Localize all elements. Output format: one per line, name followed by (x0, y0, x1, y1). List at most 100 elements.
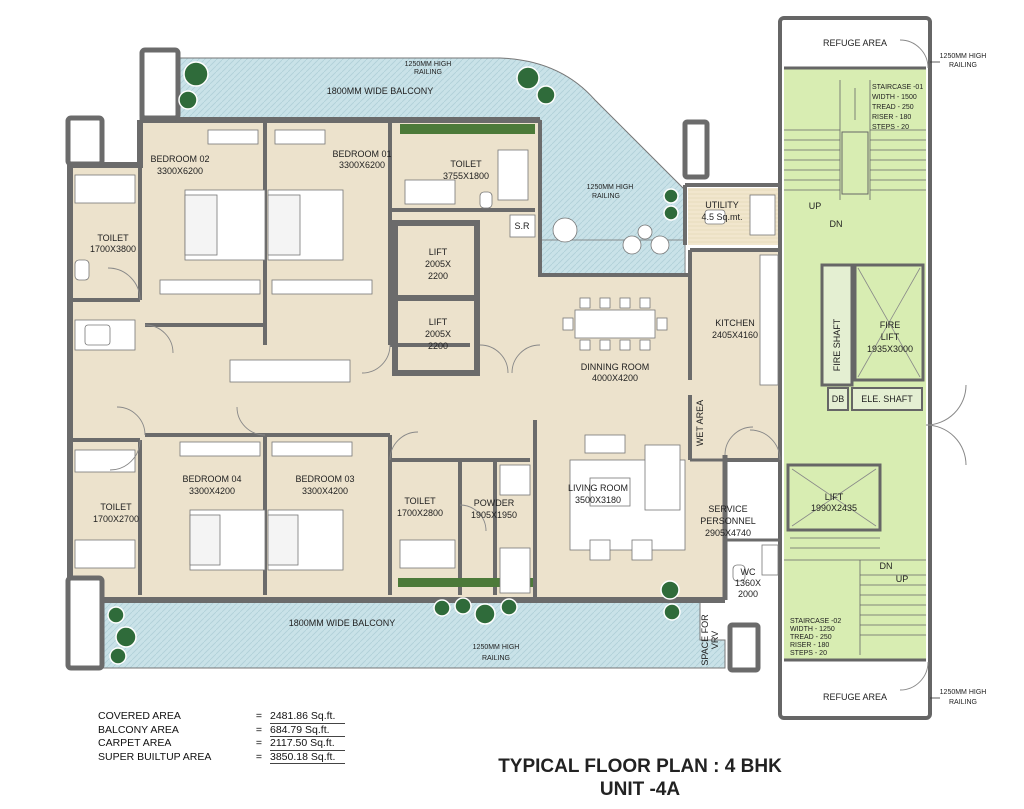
area-eq: = (255, 737, 263, 749)
service-b: PERSONNEL (700, 516, 756, 526)
toilet-b3-size: 1700X2800 (397, 508, 443, 518)
staircase-specs: STAIRCASE -01 WIDTH - 1500 TREAD - 250 R… (790, 84, 923, 657)
stair-1-line-5: STEPS - 20 (872, 124, 909, 131)
kitchen-size: 2405X4160 (712, 330, 758, 340)
powder-name: POWDER (474, 498, 515, 508)
service-c: 2905X4740 (705, 528, 751, 538)
planters (398, 124, 535, 587)
railing-mid-1: 1250MM HIGH (587, 184, 634, 191)
fire-lift-a: FIRE (880, 320, 901, 330)
area-eq: = (255, 750, 263, 763)
dn-1: DN (830, 219, 843, 229)
door-swings (107, 39, 929, 691)
lift-1-a: LIFT (429, 247, 448, 257)
bedroom-01-name: BEDROOM 01 (332, 149, 391, 159)
utility-name: UTILITY (705, 200, 739, 210)
vrv-a: SPACE FOR (700, 614, 710, 666)
area-row: SUPER BUILTUP AREA = 3850.18 Sq.ft. (98, 750, 345, 764)
up-2: UP (896, 574, 909, 584)
bedroom-04-size: 3300X4200 (189, 486, 235, 496)
area-row: COVERED AREA = 2481.86 Sq.ft. (98, 710, 345, 724)
lift-3-a: LIFT (825, 492, 844, 502)
toilet-b4-name: TOILET (100, 502, 132, 512)
trees (107, 61, 681, 665)
lift-1-c: 2200 (428, 271, 448, 281)
plan-title: TYPICAL FLOOR PLAN : 4 BHK UNIT -4A (460, 755, 820, 801)
vrv-b: VRV (710, 631, 720, 649)
refuge-top-label: REFUGE AREA (823, 38, 887, 48)
living-size: 3500X3180 (575, 495, 621, 505)
wc-c: 2000 (738, 589, 758, 599)
stair-2-line-3: TREAD - 250 (790, 634, 832, 641)
railing-bottom-2: RAILING (482, 655, 510, 662)
room-labels: REFUGE AREA REFUGE AREA 1250MM HIGH RAIL… (90, 38, 986, 706)
fire-lift-c: 1935X3000 (867, 344, 913, 354)
area-value: 684.79 Sq.ft. (270, 724, 345, 737)
area-value: 2117.50 Sq.ft. (270, 737, 345, 751)
living-name: LIVING ROOM (568, 483, 628, 493)
area-label: BALCONY AREA (98, 723, 179, 736)
area-value: 3850.18 Sq.ft. (270, 751, 345, 764)
bedroom-03-size: 3300X4200 (302, 486, 348, 496)
railing-pointers (930, 61, 940, 699)
stair-1-line-2: WIDTH - 1500 (872, 94, 917, 101)
powder-size: 1905X1950 (471, 510, 517, 520)
railing-br-1: 1250MM HIGH (940, 689, 987, 696)
plan-title-line-2: UNIT -4A (599, 779, 681, 800)
stair-1-line-1: STAIRCASE -01 (872, 84, 923, 91)
stair-1-line-3: TREAD - 250 (872, 104, 914, 111)
stair-core (778, 16, 967, 720)
fire-lift-b: LIFT (881, 332, 900, 342)
stair-2-line-2: WIDTH - 1250 (790, 626, 835, 633)
fire-shaft-label: FIRE SHAFT (832, 318, 842, 371)
sr-label: S.R (514, 221, 530, 231)
wet-area-label: WET AREA (695, 400, 705, 446)
ele-shaft-label: ELE. SHAFT (861, 394, 913, 404)
wc-a: WC (741, 567, 756, 577)
kitchen-name: KITCHEN (715, 318, 755, 328)
railing-tr-1: 1250MM HIGH (940, 53, 987, 60)
balcony-top-label: 1800MM WIDE BALCONY (327, 86, 434, 96)
up-1: UP (809, 201, 822, 211)
toilet-b3-name: TOILET (404, 496, 436, 506)
lift-2-a: LIFT (429, 317, 448, 327)
railing-mid-2: RAILING (592, 193, 620, 200)
railing-tr-2: RAILING (949, 62, 977, 69)
toilet-left-name: TOILET (97, 233, 129, 243)
railing-top-2: RAILING (414, 69, 442, 76)
area-label: SUPER BUILTUP AREA (98, 750, 212, 763)
toilet-top-name: TOILET (450, 159, 482, 169)
lift-2-b: 2005X (425, 329, 451, 339)
bedroom-03-name: BEDROOM 03 (295, 474, 354, 484)
area-label: COVERED AREA (98, 710, 181, 722)
refuge-bottom-label: REFUGE AREA (823, 692, 887, 702)
balcony-bottom (99, 599, 726, 669)
columns (65, 47, 761, 673)
furniture (74, 129, 779, 594)
bedroom-02-name: BEDROOM 02 (150, 154, 209, 164)
toilet-b4-size: 1700X2700 (93, 514, 139, 524)
bedroom-02-size: 3300X6200 (157, 166, 203, 176)
balcony-bottom-label: 1800MM WIDE BALCONY (289, 618, 396, 628)
toilet-top-size: 3755X1800 (443, 171, 489, 181)
plan-title-line-1: TYPICAL FLOOR PLAN : 4 BHK (498, 756, 782, 777)
lift-2-c: 2200 (428, 341, 448, 351)
service-a: SERVICE (708, 504, 747, 514)
lift-3-b: 1990X2435 (811, 503, 857, 513)
lift-1-b: 2005X (425, 259, 451, 269)
area-row: CARPET AREA = 2117.50 Sq.ft. (98, 737, 345, 751)
stair-1-line-4: RISER - 180 (872, 114, 911, 121)
db-label: DB (832, 394, 845, 404)
bedroom-01-size: 3300X6200 (339, 160, 385, 170)
railing-bottom-1: 1250MM HIGH (473, 644, 520, 651)
dn-2: DN (880, 561, 893, 571)
area-eq: = (255, 710, 263, 722)
utility-size: 4.5 Sq.mt. (701, 212, 742, 222)
area-row: BALCONY AREA = 684.79 Sq.ft. (98, 723, 345, 737)
wc-b: 1360X (735, 578, 761, 588)
dinning-name: DINNING ROOM (581, 362, 650, 372)
area-eq: = (255, 723, 263, 736)
stair-2-line-4: RISER - 180 (790, 642, 829, 649)
stair-2-line-1: STAIRCASE -02 (790, 618, 841, 625)
